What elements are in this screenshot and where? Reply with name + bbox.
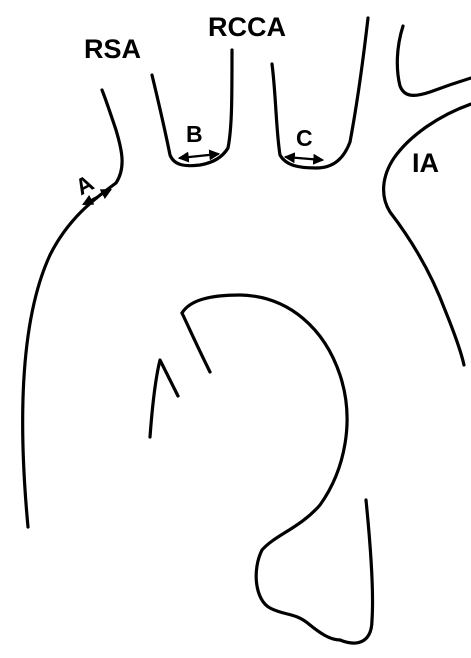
label-c: C bbox=[296, 125, 313, 151]
inner-edge-short bbox=[182, 313, 210, 372]
aorta-outer-left-wall bbox=[23, 90, 123, 527]
inner-edge-left bbox=[150, 360, 178, 437]
descending-aorta-bottom bbox=[340, 500, 373, 643]
arch-inner-curve bbox=[182, 295, 347, 640]
label-b: B bbox=[186, 121, 203, 147]
label-rsa: RSA bbox=[84, 34, 141, 64]
marker-c-arrow bbox=[286, 157, 322, 160]
label-ia: IA bbox=[412, 148, 439, 178]
innominate-artery-wall bbox=[384, 104, 471, 365]
left-branch-upper bbox=[397, 26, 471, 95]
rcca-inner-wall bbox=[272, 18, 368, 168]
label-a: A bbox=[71, 169, 98, 200]
rsa-inner-wall bbox=[152, 50, 232, 166]
label-rcca: RCCA bbox=[208, 12, 286, 42]
marker-b-arrow bbox=[180, 154, 218, 158]
